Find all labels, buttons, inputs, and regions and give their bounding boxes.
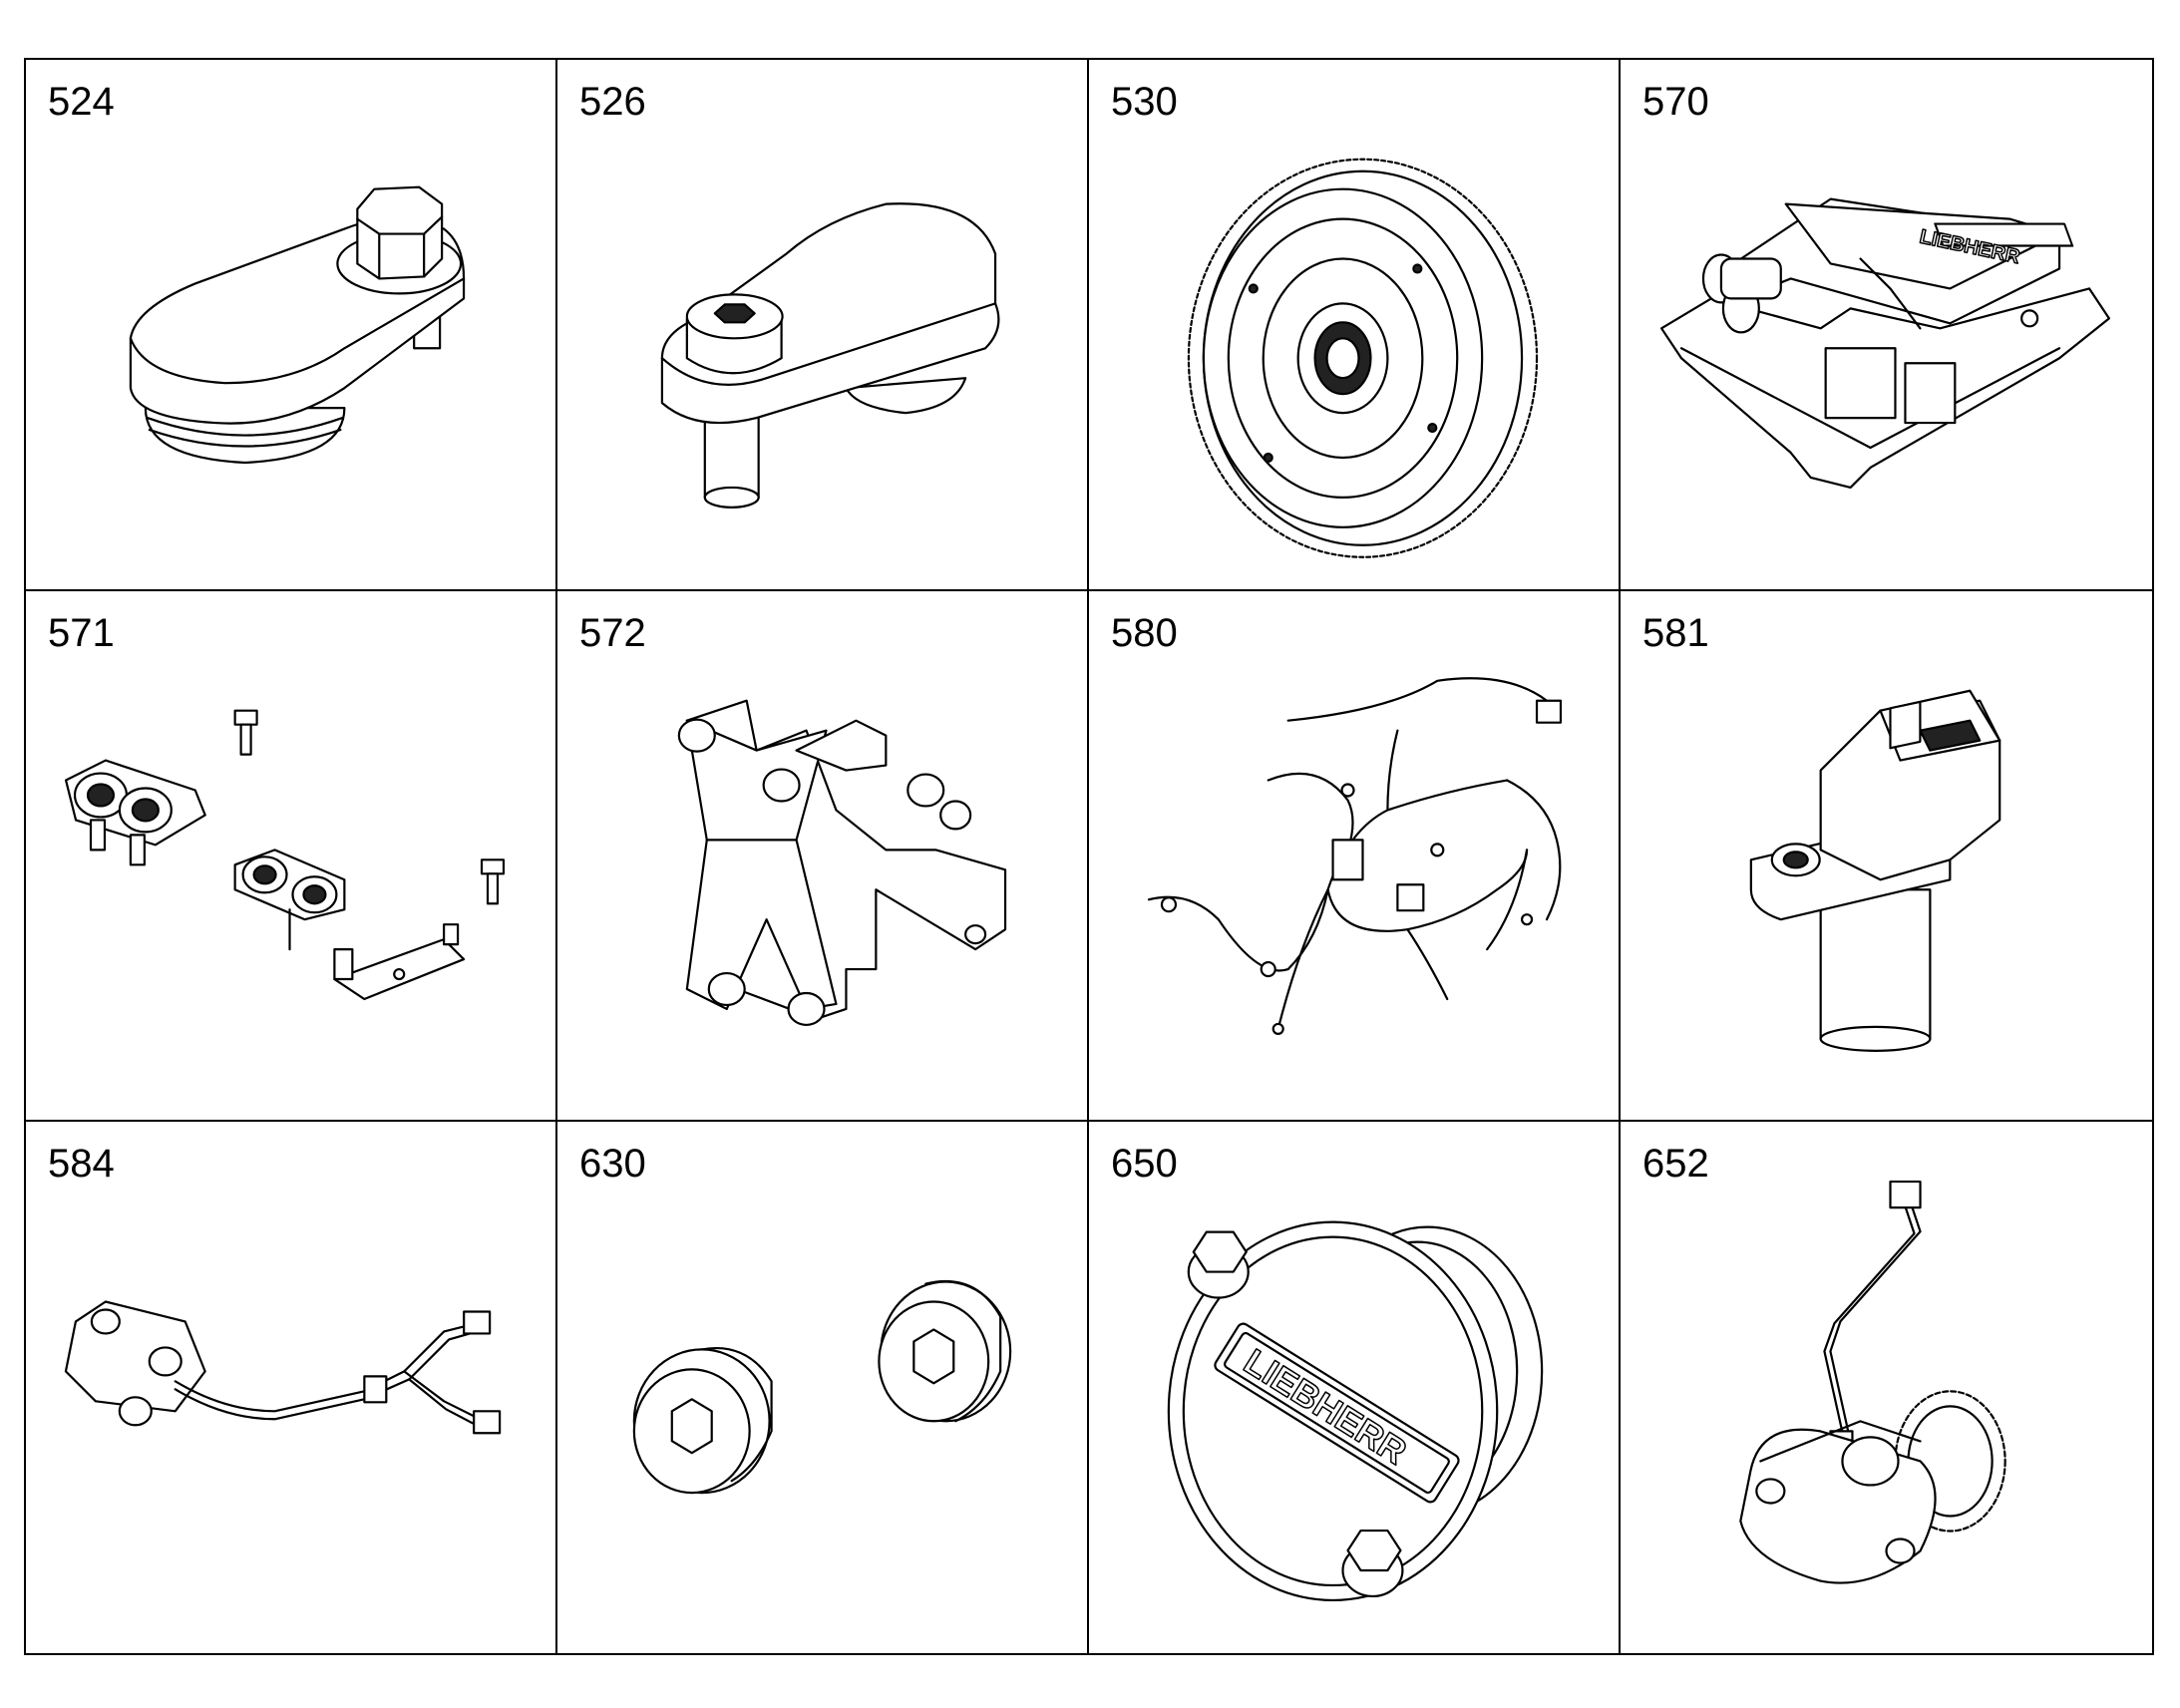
- part-cell-571[interactable]: 571: [26, 590, 557, 1123]
- wiring-harness-icon: [1147, 676, 1563, 1035]
- parts-grid: 524 526 530: [24, 58, 2154, 1655]
- speed-sensor-icon: [1749, 689, 2001, 1052]
- flywheel-with-ring-gear-icon: [1187, 158, 1539, 558]
- part-cell-630[interactable]: 630: [557, 1122, 1089, 1653]
- part-number: 530: [1111, 80, 1178, 124]
- part-cell-526[interactable]: 526: [557, 60, 1089, 591]
- part-number: 581: [1642, 610, 1709, 655]
- control-unit-icon: LIEBHERR: [1659, 197, 2111, 490]
- clamps-and-bolts-kit-icon: [64, 709, 506, 1000]
- part-number: 652: [1642, 1142, 1709, 1187]
- part-cell-524[interactable]: 524: [26, 60, 557, 591]
- part-number: 526: [579, 80, 646, 124]
- sensor-with-cable-icon: [64, 1300, 502, 1435]
- front-cover-icon: LIEBHERR: [1167, 1220, 1544, 1602]
- part-cell-530[interactable]: 530: [1089, 60, 1621, 591]
- hex-screw-plugs-icon: [632, 1280, 1012, 1495]
- part-number: 570: [1642, 80, 1709, 124]
- hex-socket-cover-icon: [660, 202, 1000, 509]
- part-cell-572[interactable]: 572: [557, 590, 1089, 1123]
- part-cell-581[interactable]: 581: [1621, 591, 2152, 1123]
- part-cell-584[interactable]: 584: [26, 1122, 557, 1653]
- part-cell-650[interactable]: 650 LIEBHERR: [1089, 1122, 1621, 1653]
- oil-drain-cover-with-hex-bolt-icon: [129, 185, 466, 465]
- part-cell-580[interactable]: 580: [1089, 590, 1621, 1123]
- pump-with-gear-and-line-icon: [1739, 1181, 2006, 1584]
- part-number: 580: [1111, 610, 1178, 655]
- part-cell-652[interactable]: 652: [1621, 1122, 2152, 1653]
- part-number: 524: [48, 80, 115, 124]
- part-number: 650: [1111, 1142, 1178, 1187]
- part-number: 584: [48, 1142, 115, 1187]
- part-number: 571: [48, 610, 115, 655]
- part-number: 630: [579, 1142, 646, 1187]
- part-number: 572: [579, 610, 646, 655]
- mounting-bracket-icon: [677, 699, 1007, 1026]
- part-cell-570[interactable]: 570 LIEBHERR: [1621, 60, 2152, 591]
